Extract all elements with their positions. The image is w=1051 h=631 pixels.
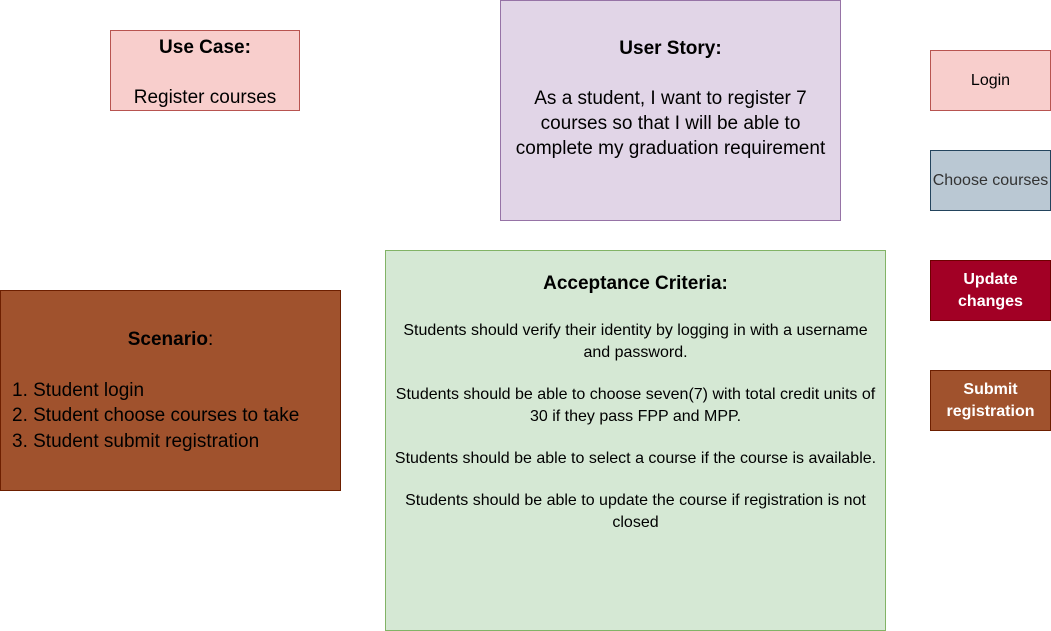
user-story-box: User Story: As a student, I want to regi… xyxy=(500,0,841,221)
scenario-step: 2. Student choose courses to take xyxy=(12,405,300,426)
acceptance-criteria-box: Acceptance Criteria: Students should ver… xyxy=(385,250,886,631)
criterion-update: Students should be able to update the co… xyxy=(405,492,866,531)
acceptance-criteria-list: Students should verify their identity by… xyxy=(390,320,881,534)
use-case-box: Use Case: Register courses xyxy=(110,30,300,111)
use-case-title: Use Case: xyxy=(159,37,251,58)
choose-courses-box[interactable]: Choose courses xyxy=(930,150,1051,211)
acceptance-criteria-title: Acceptance Criteria: xyxy=(543,273,728,294)
criterion-course-count: Students should be able to choose seven(… xyxy=(395,386,876,425)
scenario-title-colon: : xyxy=(207,329,214,350)
criterion-availability: Students should be able to select a cour… xyxy=(394,450,877,467)
user-story-text: As a student, I want to register 7 cours… xyxy=(515,88,826,159)
scenario-steps: 1. Student login 2. Student choose cours… xyxy=(12,378,340,455)
scenario-heading: Scenario: xyxy=(12,327,340,353)
update-changes-box[interactable]: Update changes xyxy=(930,260,1051,321)
user-story-title: User Story: xyxy=(619,38,722,59)
login-box[interactable]: Login xyxy=(930,50,1051,111)
scenario-title: Scenario xyxy=(127,329,208,350)
use-case-text: Register courses xyxy=(133,87,277,108)
criterion-login: Students should verify their identity by… xyxy=(403,322,868,361)
scenario-step: 3. Student submit registration xyxy=(12,430,260,452)
scenario-step: 1. Student login xyxy=(12,379,145,401)
scenario-box: Scenario: 1. Student login 2. Student ch… xyxy=(0,290,341,491)
submit-registration-box[interactable]: Submit registration xyxy=(930,370,1051,431)
